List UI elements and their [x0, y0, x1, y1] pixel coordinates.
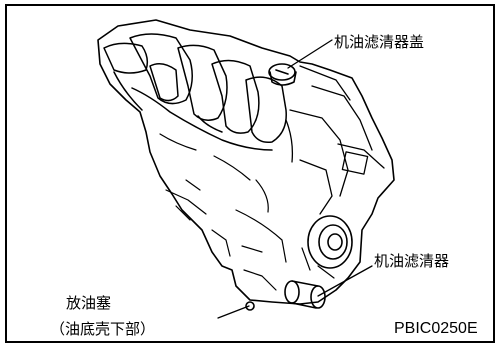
oil-filter-cover-part [268, 63, 297, 86]
oil-filter-part [284, 280, 326, 309]
engine-block-details [159, 133, 335, 291]
oil-filter-cover-label: 机油滤清器盖 [334, 33, 425, 51]
drain-plug-location-label: （油底壳下部） [50, 320, 156, 338]
leader-lines [217, 39, 373, 319]
drain-plug-part [245, 301, 255, 311]
drain-plug-label: 放油塞 [66, 294, 112, 312]
crankshaft-pulley [307, 215, 353, 269]
diagram-frame [5, 4, 495, 343]
intake-manifold [103, 33, 287, 151]
oil-filter-label: 机油滤清器 [374, 252, 450, 270]
cylinder-head [285, 65, 385, 215]
engine-block-outline [97, 19, 395, 305]
figure-id: PBIC0250E [394, 320, 478, 337]
